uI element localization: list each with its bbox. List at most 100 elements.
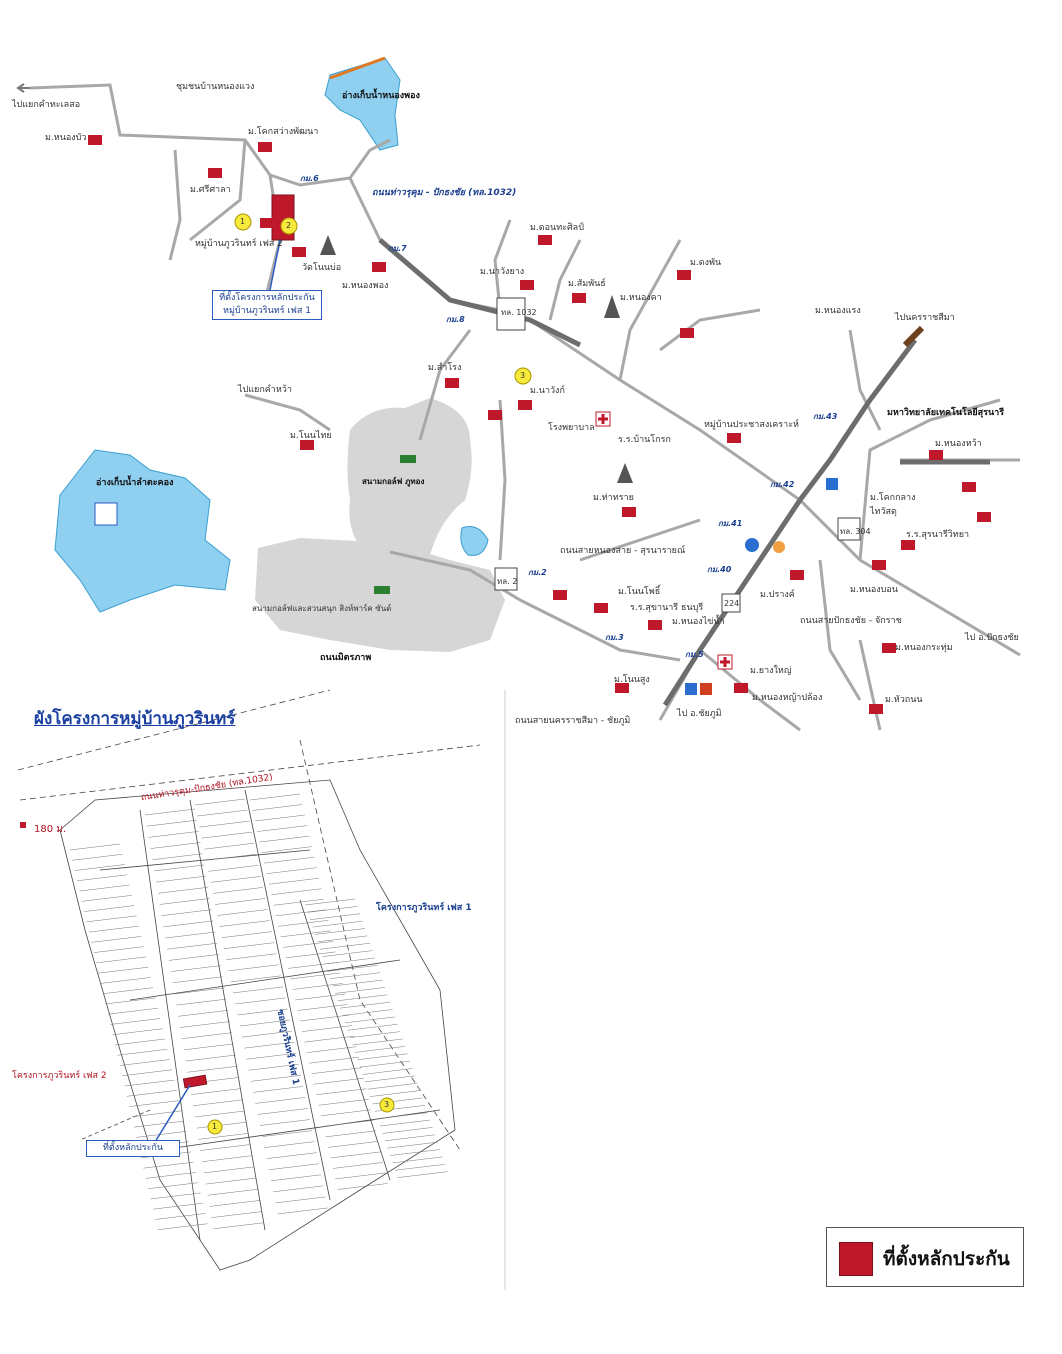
plan-lot-line (278, 920, 329, 927)
plan-lot-line (382, 1127, 433, 1134)
plan-lot-line (241, 1030, 293, 1038)
plan-lot-line (124, 1079, 175, 1087)
label-km2: กม.2 (528, 568, 547, 577)
plan-lot-line (81, 895, 132, 902)
label-to-kham-wang: ไปแยกคำหว้า (238, 385, 292, 395)
plan-lot-line (150, 842, 201, 849)
plan-lot-line (230, 975, 281, 983)
label-university: มหาวิทยาลัยเทคโนโลยีสุรนารี (887, 408, 1005, 418)
plan-marker-1-label: 1 (212, 1122, 218, 1131)
plan-lot-line (178, 1010, 229, 1017)
temple-icon-2 (604, 295, 620, 318)
water-supply-icon (94, 502, 118, 526)
marker-1-label: 1 (240, 217, 246, 226)
label-ban-non-rang: ม.นาวังยาง (480, 267, 525, 277)
plan-lot-line (183, 1043, 234, 1051)
plan-lot-line (96, 956, 147, 964)
plan-lot-line (210, 876, 261, 883)
plan-lot-line (268, 877, 319, 885)
plan-lot-line (103, 987, 154, 994)
plan-lot-line (119, 1059, 170, 1066)
plan-lot-line (268, 1163, 319, 1170)
plan-lot-line (194, 798, 246, 806)
tunnel-icon (902, 325, 925, 348)
arrow-west-icon (16, 83, 30, 93)
marker-3-top (514, 367, 532, 385)
plan-lot-line (168, 954, 219, 961)
plan-lot-line (337, 994, 388, 1002)
plan-lot-line (294, 993, 346, 1001)
label-km40: กม.40 (707, 565, 732, 574)
plan-lot-line (261, 846, 312, 853)
plan-callout-leader (154, 1084, 191, 1143)
plan-lot-line (262, 1130, 313, 1137)
plan-lot-line (215, 898, 266, 905)
plan-lot-line (337, 1183, 388, 1190)
plan-lot-line (217, 909, 268, 916)
label-ban-non-pho: ม.โนนโพธิ์ (618, 587, 661, 597)
label-thai-watsadu: ไทวัสดุ (870, 507, 897, 517)
plan-lot-line (209, 1200, 260, 1207)
highway-shield-224 (721, 593, 741, 613)
highway-shield-2 (494, 567, 518, 591)
label-km41: กม.41 (718, 519, 743, 528)
plan-lot-line (154, 864, 205, 872)
label-patong-road: ถนนมิตรภาพ (320, 653, 372, 663)
plan-lot-line (133, 1120, 184, 1128)
plan-lot-line (117, 1049, 168, 1056)
plan-lot-line (332, 979, 383, 987)
plan-lot-line (77, 874, 128, 882)
plan-lot-line (285, 951, 336, 959)
label-golf-2: สนามกอล์ฟและสวนสนุก สิงห์พาร์ค ซันด์ (252, 604, 392, 613)
plan-lot-line (69, 843, 121, 851)
plan-lot-line (271, 1174, 322, 1182)
reservoir-north (324, 57, 401, 151)
label-ban-hua-thanon: ม.หัวถนน (885, 695, 923, 705)
label-km3: กม.3 (605, 633, 624, 642)
plan-lot-line (192, 1099, 243, 1107)
label-ang-kep-nam: อ่างเก็บน้ำหนองพอง (342, 91, 420, 101)
plan-lot-line (157, 1223, 208, 1230)
label-ban-non-thai: ม.โนนไทย (290, 431, 332, 441)
label-patong-road-2: ถนนสายปักธงชัย - จักราช (800, 616, 902, 626)
plan-lot-line (203, 1166, 254, 1174)
plan-lot-line (321, 1109, 372, 1117)
plan-lot-line (203, 842, 254, 850)
legend: ที่ตั้งหลักประกัน (826, 1227, 1024, 1287)
plan-lot-line (387, 1141, 438, 1149)
plan-lot-line (316, 1088, 367, 1095)
plan-lot-line (306, 1046, 357, 1053)
marker-1-top (234, 213, 252, 231)
plan-lot-line (266, 867, 317, 874)
plan-lot-line (349, 1031, 401, 1038)
label-km7: กม.7 (388, 244, 407, 253)
plan-lot-line (198, 1133, 249, 1140)
plan-lot-line (244, 1041, 295, 1049)
plan-lot-line (211, 1211, 262, 1218)
label-ban-kok-sawang: ม.โคกสว่างพัฒนา (248, 127, 319, 137)
plan-lot-line (359, 1060, 411, 1068)
label-to-chaiyaphum: ไป อ.ชัยภูมิ (677, 709, 722, 719)
plan-lot-line (88, 925, 139, 933)
label-wat-ban-non: วัดโนนบ่อ (302, 263, 342, 273)
plan-lot-line (213, 1222, 264, 1230)
label-shield-224: 224 (724, 599, 740, 608)
label-ban-nong-bua: ม.หนองบัว (45, 133, 87, 143)
plan-lot-line (126, 1090, 177, 1097)
plan-lot-line (253, 1086, 304, 1093)
highway-shield-304 (837, 517, 861, 541)
plan-lot-line (202, 1155, 253, 1162)
plan-lot-line (224, 942, 275, 949)
label-ban-nong-krathum: ม.หนองกระทุ่ม (895, 643, 953, 653)
callout-collateral-top: ที่ตั้งโครงการหลักประกัน หมู่บ้านภูวรินท… (212, 290, 322, 320)
plan-callout-collateral: ที่ตั้งหลักประกัน (86, 1140, 180, 1157)
plan-lot-line (275, 1196, 326, 1204)
plan-lot-line (150, 1192, 201, 1200)
plan-lot-line (369, 1090, 421, 1097)
plan-lot-line (152, 853, 203, 860)
plan-lot-line (165, 931, 216, 939)
plan-lot-line (384, 1134, 436, 1142)
label-km43: กม.43 (813, 412, 838, 421)
label-ban-nong-ya-phlong: ม.หนองหญ้าปล้อง (752, 693, 823, 703)
plan-lot-line (205, 1177, 256, 1185)
